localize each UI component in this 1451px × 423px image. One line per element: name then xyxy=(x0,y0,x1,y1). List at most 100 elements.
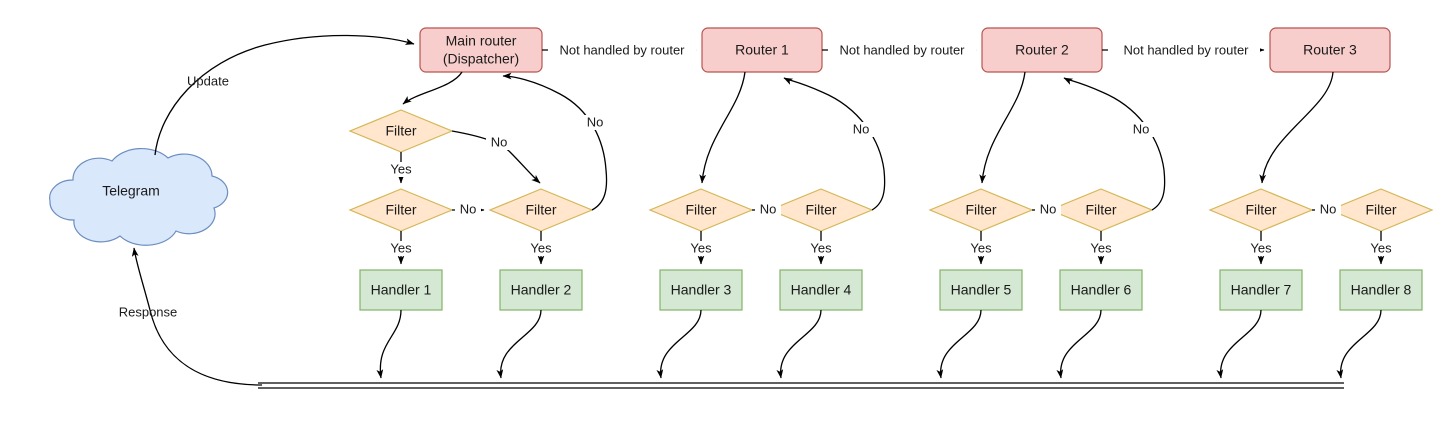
edge-label-yes-7: Yes xyxy=(1090,240,1112,255)
edge-label-bg-no-5 xyxy=(848,122,874,137)
filter-8[interactable]: Filter xyxy=(1328,188,1434,232)
filter-2[interactable]: Filter xyxy=(488,188,594,232)
edge-label-bg-no-2 xyxy=(455,202,481,217)
edge-label-bg-no-6 xyxy=(1035,202,1061,217)
router-main-label-line1: Main router xyxy=(446,33,517,49)
handler-8-box[interactable] xyxy=(1339,269,1423,311)
filter-0-label: Filter xyxy=(385,123,416,139)
handler-6[interactable]: Handler 6 xyxy=(1059,269,1143,311)
edge-label-no-1: No xyxy=(491,134,508,149)
edge-label-not-handled-2: Not handled by router xyxy=(839,42,965,57)
filter-3[interactable]: Filter xyxy=(648,188,754,232)
filter-6-label: Filter xyxy=(1085,202,1116,218)
edge-label-bg-no-7 xyxy=(1128,122,1154,137)
filter-4-label: Filter xyxy=(805,202,836,218)
handler-8-label: Handler 8 xyxy=(1351,282,1412,298)
filter-5-label: Filter xyxy=(965,202,996,218)
edge-label-yes-8: Yes xyxy=(1250,240,1272,255)
edge-handler2-to-bus xyxy=(496,309,542,379)
edge-response xyxy=(131,247,263,386)
handler-2[interactable]: Handler 2 xyxy=(499,269,583,311)
handler-6-label: Handler 6 xyxy=(1071,282,1132,298)
edge-label-bg-yes-1 xyxy=(386,162,416,177)
handler-6-box[interactable] xyxy=(1059,269,1143,311)
edge-handler3-to-bus xyxy=(656,309,702,379)
handler-8[interactable]: Handler 8 xyxy=(1339,269,1423,311)
edge-label-bg-yes-8 xyxy=(1246,241,1276,256)
edge-label-bg-yes-2 xyxy=(386,241,416,256)
edge-label-yes-9: Yes xyxy=(1370,240,1392,255)
edge-label-bg-yes-3 xyxy=(526,241,556,256)
handler-3-box[interactable] xyxy=(659,269,743,311)
edge-label-bg-3 xyxy=(1108,42,1260,58)
handler-2-label: Handler 2 xyxy=(511,282,572,298)
edge-router3-to-filter7 xyxy=(1259,71,1334,184)
edge-label-yes-3: Yes xyxy=(530,240,552,255)
handler-4-label: Handler 4 xyxy=(791,282,852,298)
handler-1-box[interactable] xyxy=(359,269,443,311)
edge-filter6-no-router2 xyxy=(1063,77,1166,211)
filter-1-label: Filter xyxy=(385,202,416,218)
filter-7-label: Filter xyxy=(1245,202,1276,218)
handler-7-box[interactable] xyxy=(1219,269,1303,311)
handler-1[interactable]: Handler 1 xyxy=(359,269,443,311)
edge-label-no-4: No xyxy=(760,201,777,216)
edge-label-bg-yes-7 xyxy=(1086,241,1116,256)
router-3[interactable]: Router 3 xyxy=(1269,27,1391,73)
edge-label-bg-1 xyxy=(548,42,696,58)
edge-label-no-6: No xyxy=(1040,201,1057,216)
edge-filter4-no-router1 xyxy=(783,77,886,211)
router-main-label-line2: (Dispatcher) xyxy=(443,51,519,67)
edge-update xyxy=(154,34,415,156)
handler-7[interactable]: Handler 7 xyxy=(1219,269,1303,311)
handler-3[interactable]: Handler 3 xyxy=(659,269,743,311)
edge-label-response: Response xyxy=(119,304,178,319)
edge-label-bg-yes-4 xyxy=(686,241,716,256)
edge-label-bg-no-1 xyxy=(486,135,512,150)
handler-4[interactable]: Handler 4 xyxy=(779,269,863,311)
telegram-label: Telegram xyxy=(102,183,160,199)
edge-label-yes-5: Yes xyxy=(810,240,832,255)
router-1-label: Router 1 xyxy=(735,42,789,58)
router-main[interactable]: Main router (Dispatcher) xyxy=(419,27,543,73)
edge-label-update: Update xyxy=(187,73,229,88)
edge-handler1-to-bus xyxy=(376,309,402,379)
edge-handler8-to-bus xyxy=(1336,309,1382,379)
handler-3-label: Handler 3 xyxy=(671,282,732,298)
handler-2-box[interactable] xyxy=(499,269,583,311)
handler-5-label: Handler 5 xyxy=(951,282,1012,298)
filter-6[interactable]: Filter xyxy=(1048,188,1154,232)
edge-router1-to-filter3 xyxy=(699,71,746,184)
edge-label-bg-no-4 xyxy=(755,202,781,217)
handler-5[interactable]: Handler 5 xyxy=(939,269,1023,311)
edge-label-yes-2: Yes xyxy=(390,240,412,255)
edge-label-no-8: No xyxy=(1320,201,1337,216)
edge-mainrouter-to-filter0 xyxy=(402,71,463,105)
edge-label-no-5: No xyxy=(853,121,870,136)
router-3-box[interactable] xyxy=(1269,27,1391,73)
edge-handler6-to-bus xyxy=(1056,309,1102,379)
edge-label-not-handled-1: Not handled by router xyxy=(559,42,685,57)
edge-handler5-to-bus xyxy=(936,309,982,379)
edge-label-bg-yes-5 xyxy=(806,241,836,256)
filter-7[interactable]: Filter xyxy=(1208,188,1314,232)
edge-handler4-to-bus xyxy=(776,309,822,379)
telegram-cloud: Telegram xyxy=(49,148,229,246)
filter-8-label: Filter xyxy=(1365,202,1396,218)
filter-4[interactable]: Filter xyxy=(768,188,874,232)
edge-handler7-to-bus xyxy=(1216,309,1262,379)
edge-label-bg-2 xyxy=(828,42,976,58)
filter-5[interactable]: Filter xyxy=(928,188,1034,232)
edge-label-bg-yes-6 xyxy=(966,241,996,256)
edge-label-bg-yes-9 xyxy=(1366,241,1396,256)
filter-0[interactable]: Filter xyxy=(348,109,454,153)
router-2[interactable]: Router 2 xyxy=(981,27,1103,73)
handler-4-box[interactable] xyxy=(779,269,863,311)
filter-1[interactable]: Filter xyxy=(348,188,454,232)
edge-label-yes-1: Yes xyxy=(390,161,412,176)
router-1[interactable]: Router 1 xyxy=(701,27,823,73)
edge-label-bg-no-3 xyxy=(582,115,608,130)
edge-filter0-no-filter2 xyxy=(451,130,541,184)
